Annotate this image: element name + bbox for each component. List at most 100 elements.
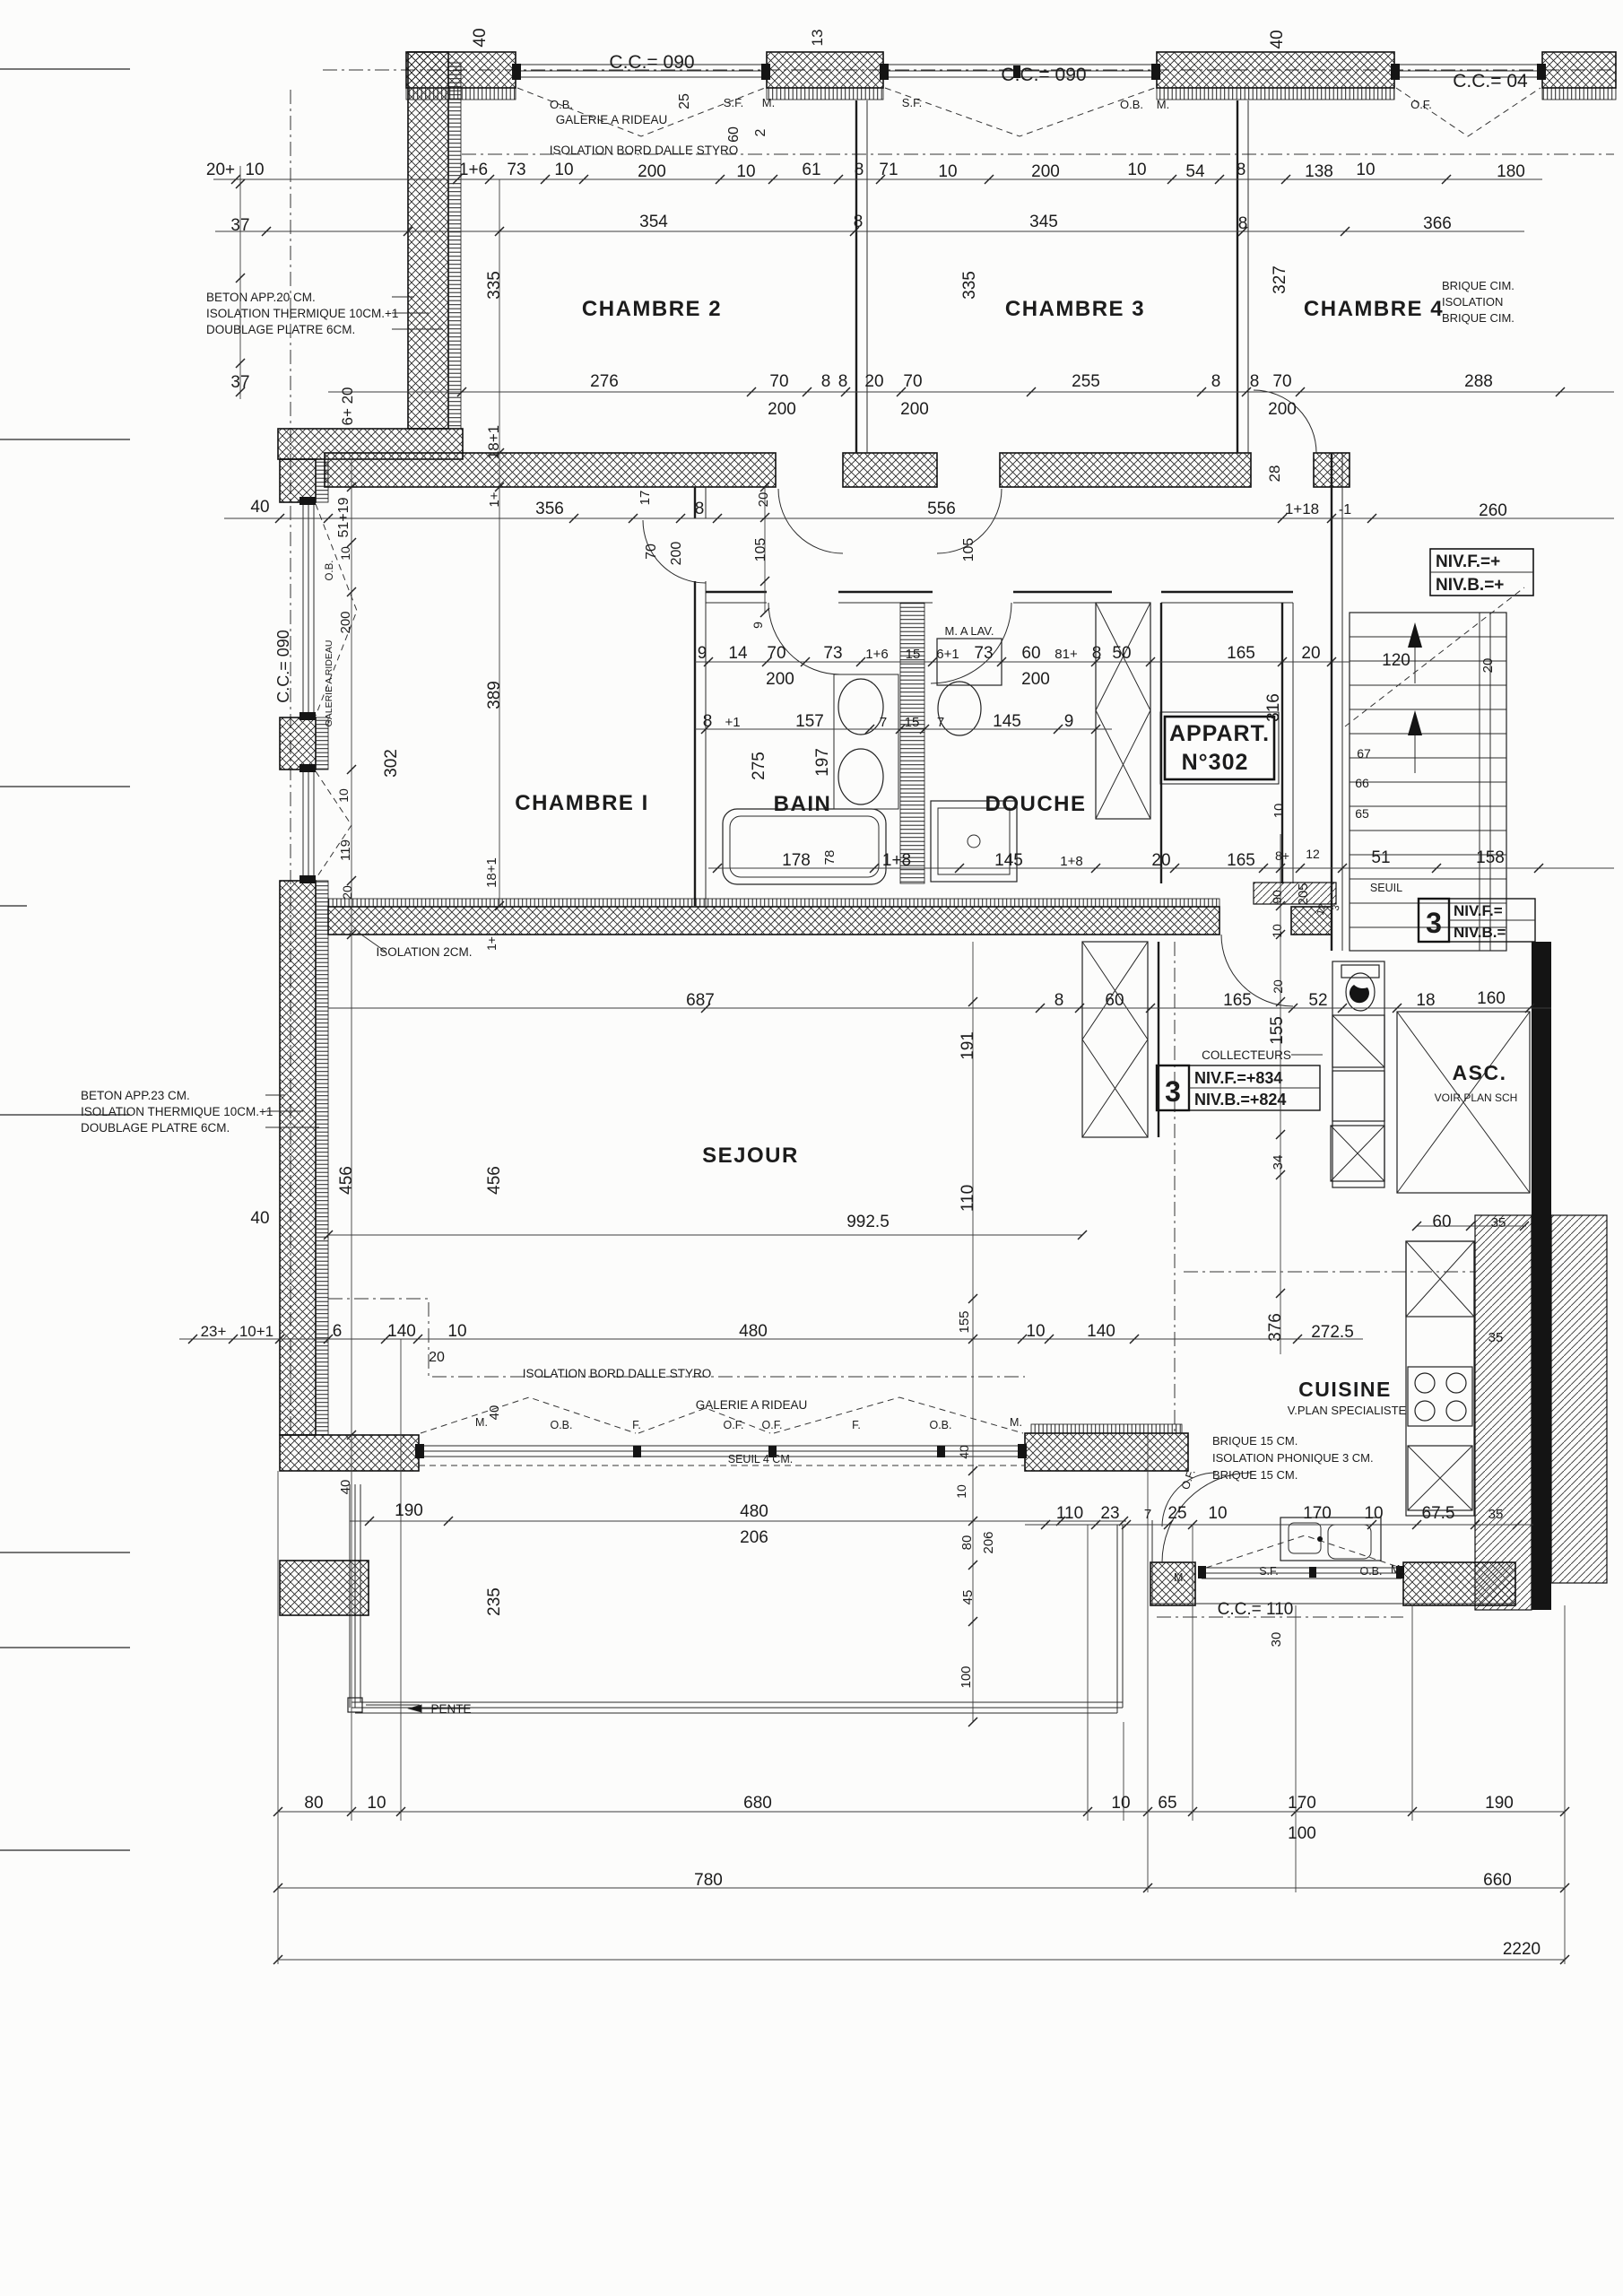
dim-tick bbox=[1035, 1003, 1046, 1013]
dimension-label: 20 bbox=[429, 1350, 445, 1365]
dim-tick bbox=[1326, 657, 1337, 667]
dim-tick bbox=[1465, 1221, 1476, 1231]
dimension-label: O.F. bbox=[762, 1419, 783, 1431]
dim-tick bbox=[1118, 1516, 1129, 1526]
dim-tick bbox=[346, 537, 357, 548]
dim-tick bbox=[235, 358, 246, 369]
dimension-label: 356 bbox=[535, 500, 564, 518]
dimension-label: 1+ bbox=[484, 936, 499, 951]
dim-tick bbox=[759, 512, 770, 523]
dim-tick bbox=[346, 929, 357, 940]
dimension-label: 780 bbox=[694, 1871, 723, 1890]
dimension-label: 35 bbox=[1488, 1330, 1504, 1345]
dimension-label: M. bbox=[1391, 1563, 1403, 1576]
dimension-label: 60 bbox=[726, 126, 742, 143]
dimension-label: ISOLATION 2CM. bbox=[376, 945, 472, 959]
dim-tick bbox=[864, 724, 875, 735]
apartment-number: N°302 bbox=[1182, 750, 1249, 775]
dim-tick bbox=[968, 1516, 978, 1526]
balcony-pillar bbox=[279, 1560, 369, 1616]
dimension-label: 10 bbox=[367, 1794, 386, 1813]
dim-tick bbox=[456, 387, 467, 397]
dimension-label: 10 bbox=[336, 788, 351, 803]
dimension-label: 206 bbox=[740, 1528, 768, 1547]
dim-tick bbox=[1275, 900, 1286, 911]
dim-tick bbox=[235, 178, 246, 189]
dimension-label: 37 bbox=[230, 373, 249, 392]
dim-tick bbox=[984, 174, 994, 185]
dimension-label: 687 bbox=[686, 991, 715, 1010]
dimension-label: 8 bbox=[1211, 372, 1221, 391]
dimension-label: ISOLATION THERMIQUE 10CM.+1 bbox=[206, 307, 398, 320]
dimension-label: BETON APP.20 CM. bbox=[206, 291, 316, 304]
dimension-label: 20 bbox=[1151, 851, 1170, 870]
dim-tick bbox=[1145, 1003, 1156, 1013]
dimension-label: O.B. bbox=[550, 98, 573, 111]
dimension-label: 200 bbox=[766, 670, 794, 689]
dimension-label: 205 bbox=[1296, 883, 1311, 905]
dimension-label: 145 bbox=[994, 851, 1023, 870]
dimension-label: 70 bbox=[644, 544, 659, 560]
dimension-label: 40 bbox=[250, 1209, 269, 1228]
dimension-label: 170 bbox=[1303, 1504, 1332, 1523]
dimension-label: C.C.= 04 bbox=[1453, 71, 1528, 91]
dimension-label: GALERIE A RIDEAU bbox=[696, 1398, 808, 1412]
dim-tick bbox=[700, 724, 711, 735]
drain bbox=[347, 1697, 363, 1713]
dimension-label: 6+1 bbox=[936, 647, 959, 662]
dim-tick bbox=[840, 387, 851, 397]
dim-tick bbox=[494, 482, 505, 492]
dimension-label: 23+ bbox=[201, 1323, 227, 1340]
dimension-label: 1+18 bbox=[1285, 500, 1319, 517]
dim-tick bbox=[1077, 1230, 1088, 1240]
kitchen-fixtures bbox=[1280, 1240, 1475, 1561]
dimension-label: 456 bbox=[485, 1166, 504, 1195]
dimension-label: DOUBLAGE PLATRE 6CM. bbox=[81, 1121, 230, 1135]
dimension-label: 90 bbox=[1270, 890, 1284, 904]
dim-tick bbox=[235, 387, 246, 397]
dimension-label: 160 bbox=[1477, 989, 1506, 1008]
dimension-label: 67 bbox=[1357, 746, 1371, 761]
dimension-label: 18+1 bbox=[485, 425, 502, 459]
dimension-label: 140 bbox=[1087, 1322, 1115, 1341]
dimension-label: 10 bbox=[1127, 161, 1146, 179]
dim-tick bbox=[1121, 1519, 1132, 1530]
dim-tick bbox=[1326, 513, 1337, 524]
dimension-label: 50 bbox=[1112, 644, 1131, 663]
niv-box-top: NIV.F.=+ NIV.B.=+ bbox=[1429, 548, 1534, 596]
dimension-label: 8 bbox=[854, 213, 864, 231]
dimension-label: 276 bbox=[590, 372, 619, 391]
dimension-label: 197 bbox=[813, 748, 832, 777]
dim-tick bbox=[1441, 174, 1452, 185]
dimension-label: 8 bbox=[1237, 161, 1246, 179]
dim-tick bbox=[869, 863, 880, 874]
dimension-label: 8 bbox=[1092, 644, 1102, 663]
scan-margin-lines bbox=[0, 68, 130, 1851]
dimension-label: 80 bbox=[959, 1535, 975, 1551]
dimension-label: 18 bbox=[1416, 991, 1435, 1010]
dim-tick bbox=[1129, 1334, 1140, 1344]
dim-tick bbox=[364, 1516, 375, 1526]
dimension-label: 327 bbox=[1271, 265, 1289, 294]
dim-tick bbox=[896, 387, 907, 397]
dimension-label: 10 bbox=[245, 161, 264, 179]
sink bbox=[838, 678, 884, 735]
dim-tick bbox=[380, 1334, 391, 1344]
dim-tick bbox=[802, 387, 812, 397]
dimension-label: 20+ bbox=[206, 161, 235, 179]
dim-tick bbox=[228, 1334, 239, 1344]
dimension-label: 1+8 bbox=[882, 851, 911, 870]
dim-tick bbox=[768, 174, 778, 185]
dimension-label: 8 bbox=[1055, 991, 1064, 1010]
sink bbox=[937, 681, 982, 736]
dim-tick bbox=[1470, 1519, 1480, 1530]
dimension-label: 28 bbox=[1266, 465, 1283, 483]
dim-tick bbox=[1090, 1519, 1101, 1530]
dimension-label: 8 bbox=[855, 161, 864, 179]
dim-tick bbox=[1280, 174, 1291, 185]
dimension-label: BRIQUE CIM. bbox=[1442, 279, 1515, 292]
dim-tick bbox=[1512, 1519, 1523, 1530]
dimension-label: ISOLATION BORD DALLE STYRO bbox=[550, 144, 739, 157]
dimension-label: 20 bbox=[1301, 644, 1320, 663]
